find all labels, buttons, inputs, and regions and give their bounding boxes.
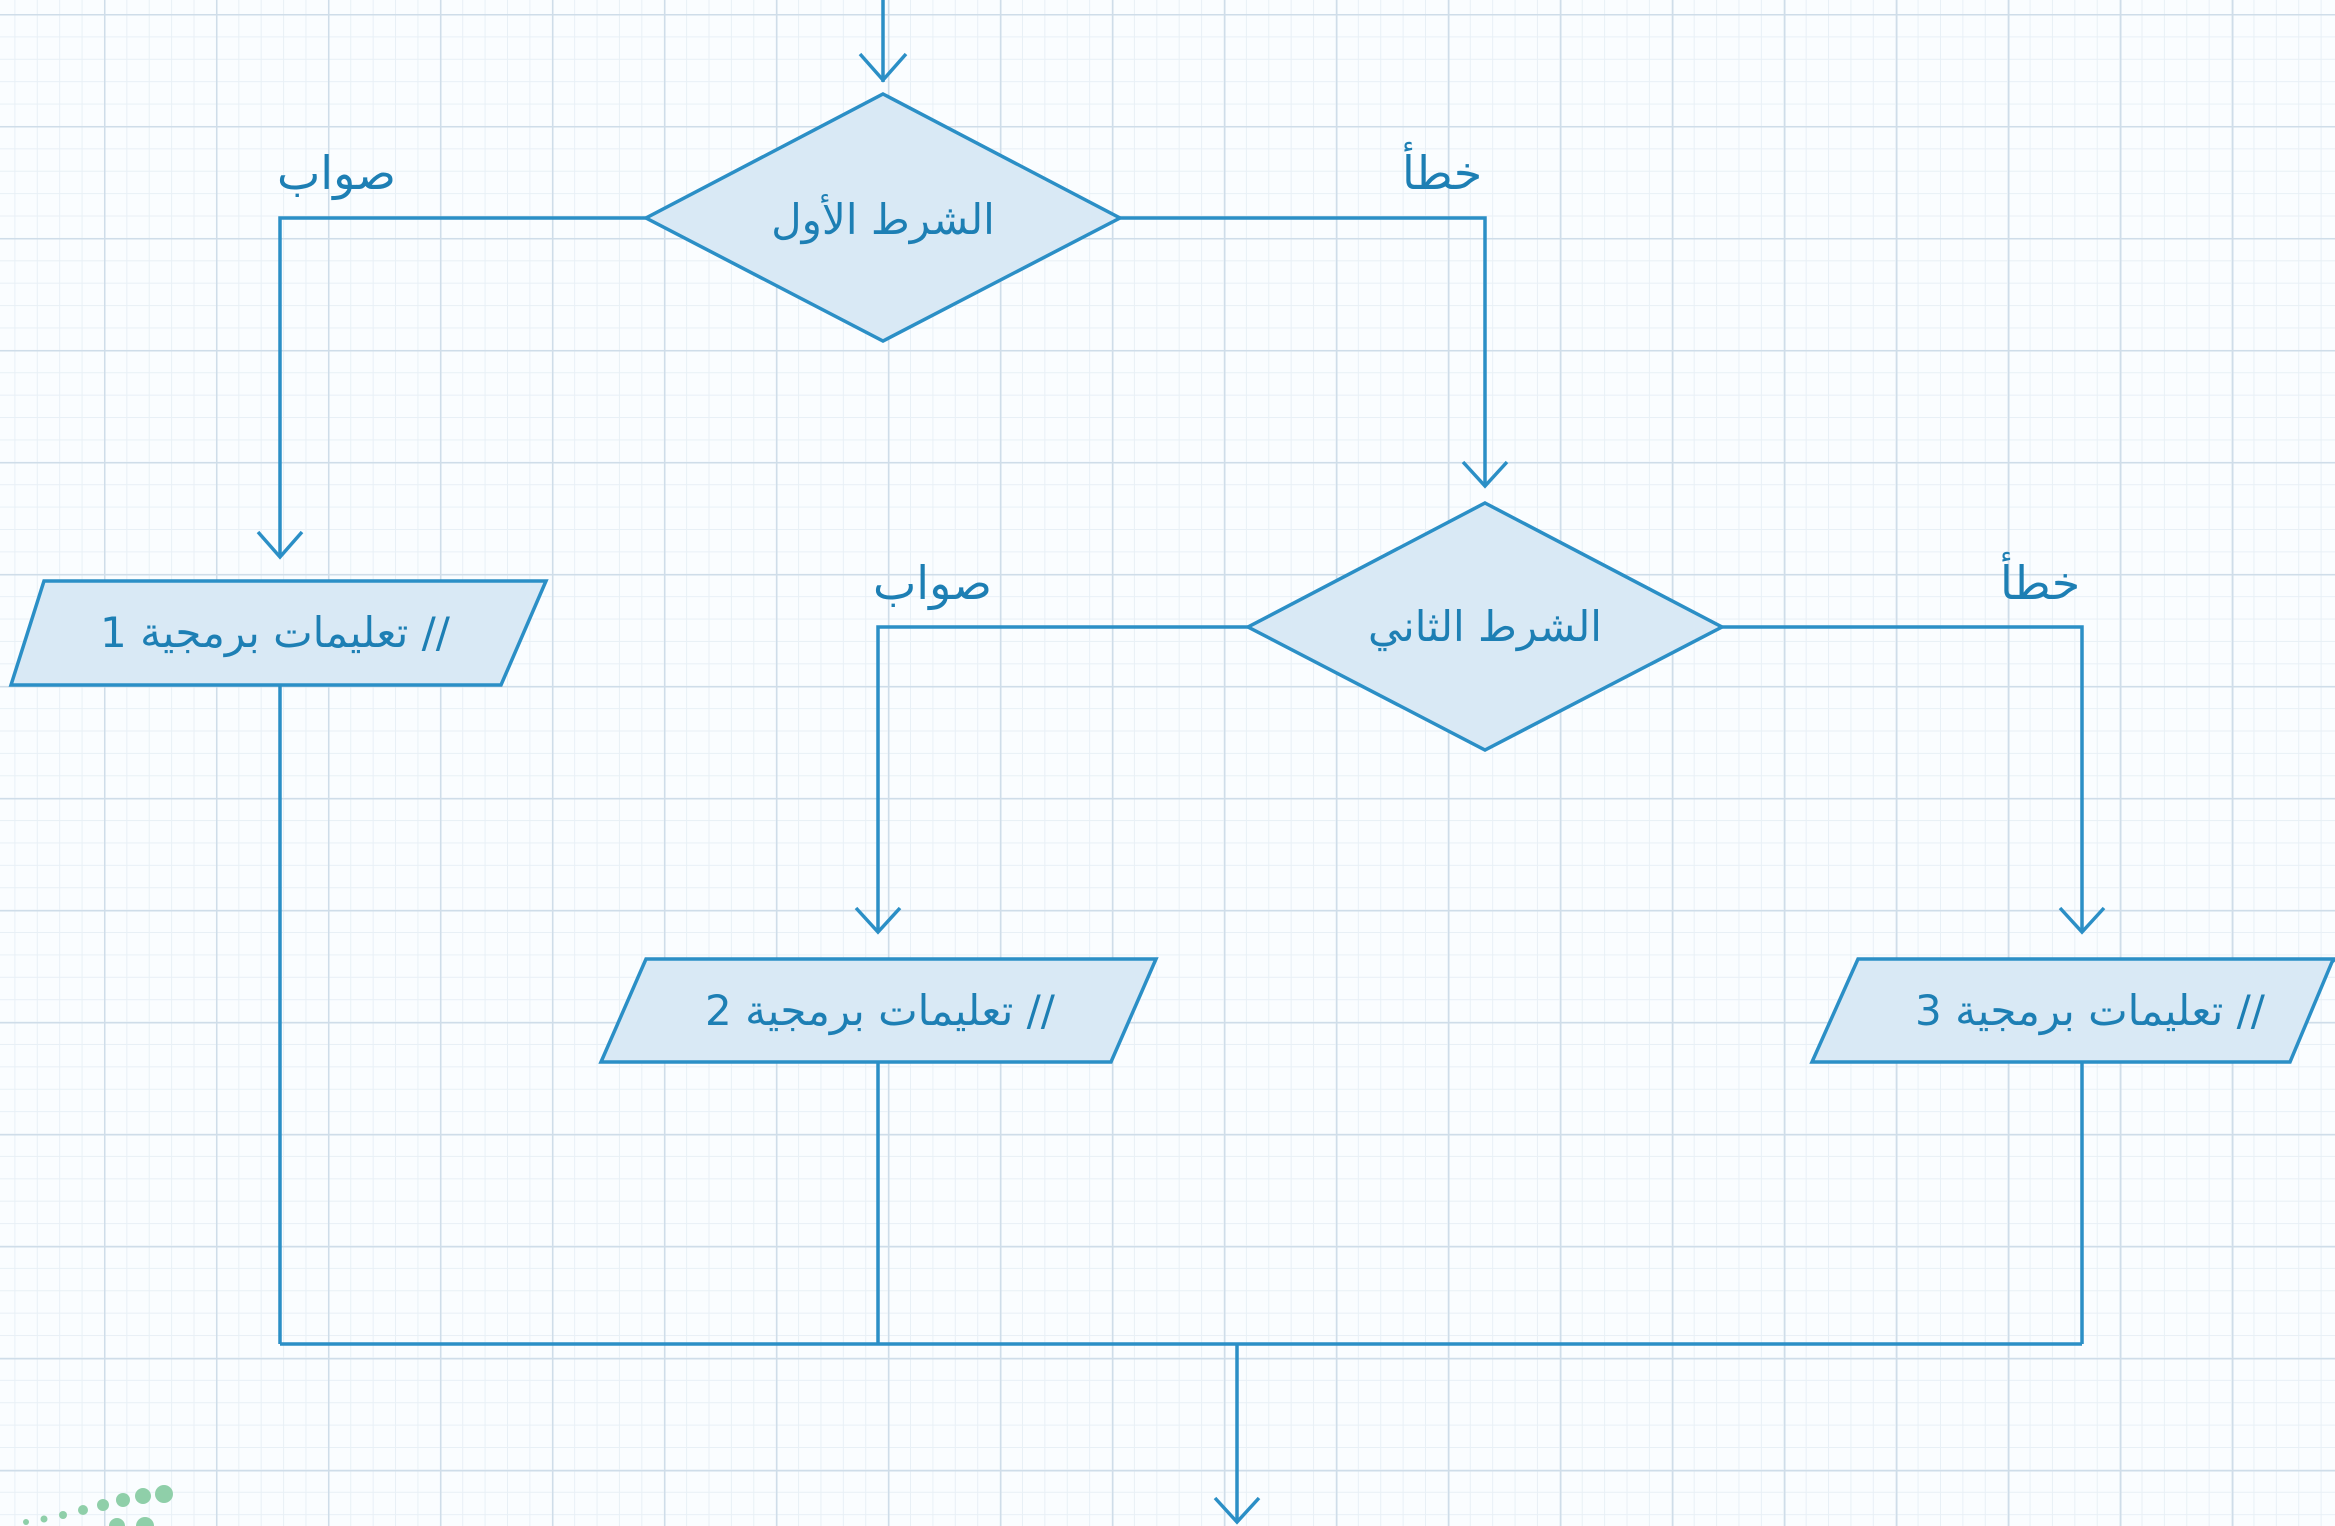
c1-false-arrowhead <box>1461 460 1509 489</box>
exit-arrowhead <box>1213 1496 1261 1525</box>
instruction-2-parallelogram <box>598 957 1159 1064</box>
c2-true-connector <box>876 625 1248 932</box>
condition-1-diamond <box>642 92 1124 343</box>
instruction-1-parallelogram <box>8 579 549 687</box>
c2-true-label: صواب <box>873 556 992 610</box>
instruction-2-label: // تعليمات برمجية 2 <box>705 986 1055 1035</box>
c2-false-label: خطأ <box>2000 556 2081 610</box>
c2-true-arrowhead <box>854 906 902 935</box>
c1-true-label: صواب <box>277 146 396 200</box>
instruction-3-parallelogram <box>1809 957 2335 1064</box>
c1-false-label: خطأ <box>1402 146 1483 200</box>
condition-1-label: الشرط الأول <box>771 195 995 244</box>
instruction-1-label: // تعليمات برمجية 1 <box>100 608 450 657</box>
instruction-3-label: // تعليمات برمجية 3 <box>1915 986 2265 1035</box>
c1-true-arrowhead <box>256 530 304 560</box>
condition-2-label: الشرط الثاني <box>1368 602 1602 651</box>
dots-logo-icon <box>23 1485 173 1526</box>
c1-false-connector <box>1120 216 1487 486</box>
c1-true-connector <box>278 216 646 555</box>
c2-false-connector <box>1722 625 2084 932</box>
entry-arrowhead <box>858 52 908 83</box>
c2-false-arrowhead <box>2058 906 2106 935</box>
condition-2-diamond <box>1244 501 1726 752</box>
